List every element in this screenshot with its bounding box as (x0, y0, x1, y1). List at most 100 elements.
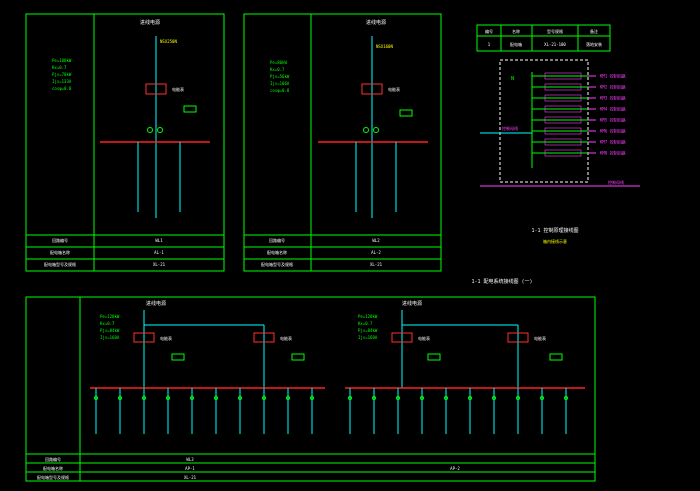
panel-1-row-value: WL1 (155, 238, 163, 243)
panel-1-param: cosφ=0.8 (52, 86, 72, 91)
panel-3: 进线电源 Pe=120kW Kx=0.7 Pjs=84kW Ijs=160A 电… (25, 296, 596, 482)
legend-cell: 配电箱 (510, 41, 522, 47)
feeder-breaker-icon (444, 396, 448, 400)
control-relay-icon (544, 116, 582, 124)
control-output-label: KM8 控制回路 (600, 150, 626, 156)
panel-3-right-cabinet-icon-2 (549, 353, 563, 361)
panel-2-incoming: 进线电源 (366, 19, 386, 26)
panel-2-footer-value: XL-21 (370, 262, 383, 267)
panel-1-frame (25, 13, 225, 272)
control-relay-icon (544, 105, 582, 113)
panel-1-footer-label: 配电箱型号及规格 (44, 261, 76, 267)
feeder-breaker-icon (142, 396, 146, 400)
feeder-breaker-icon (286, 396, 290, 400)
legend-header: 编号 (485, 28, 493, 34)
panel-2-meter-icon (361, 83, 383, 95)
panel-3-row-label: 回路编号 (45, 456, 61, 462)
legend-cell: 落地安装 (586, 41, 602, 47)
panel-2-breaker-label: NSX160N (376, 44, 393, 49)
control-output-label: KM4 控制回路 (600, 106, 626, 112)
panel-3-left-cabinet-icon-2 (291, 353, 305, 361)
panel-1-params: Pe=100kW Kx=0.7 Pjs=70kW Ijs=133A cosφ=0… (52, 58, 72, 91)
legend-header: 备注 (590, 28, 598, 34)
panel-2-footer-label: 配电箱型号及规格 (261, 261, 293, 267)
panel-2: 进线电源 NSX160N Pe=80kW Kx=0.7 Pjs=56kW Ijs… (243, 13, 442, 272)
panel-3-left-param: Kx=0.7 (100, 321, 115, 326)
legend-cell: XL-21-100 (544, 42, 566, 47)
panel-1-meter-icon (145, 83, 167, 95)
control-output-label: KM2 控制回路 (600, 84, 626, 90)
panel-1-footer-value: XL-21 (153, 262, 166, 267)
panel-3-left-feeders (94, 388, 314, 434)
panel-1: 进线电源 NSX250N Pe=100kW Kx=0.7 Pjs=70kW Ij… (25, 13, 225, 272)
feeder-breaker-icon (214, 396, 218, 400)
feeder-breaker-icon (372, 396, 376, 400)
panel-1-cabinet-icon (183, 105, 197, 113)
panel-2-name-label: 配电箱名称 (267, 249, 287, 255)
panel-2-name-value: AL-2 (371, 250, 381, 255)
panel-1-param: Ijs=133A (52, 79, 72, 84)
panel-3-right-params: Pe=120kW Kx=0.7 Pjs=84kW Ijs=160A (358, 314, 378, 340)
panel-3-left-cabinet-icon (171, 353, 185, 361)
panel-3-left-param: Pe=120kW (100, 314, 120, 319)
control-output-label: KM1 控制回路 (600, 73, 626, 79)
control-relay-icon (544, 72, 582, 80)
control-bottom-label: 控制母线 (608, 179, 624, 185)
panel-3-name-value-right: AP-2 (450, 466, 460, 471)
panel-3-left-meter-label-2: 电能表 (280, 335, 292, 341)
feeder-breaker-icon (238, 396, 242, 400)
feeder-breaker-icon (468, 396, 472, 400)
panel-3-left-param: Ijs=160A (100, 335, 120, 340)
feeder-breaker-icon (348, 396, 352, 400)
panel-2-row-label: 回路编号 (269, 237, 285, 243)
panel-1-meter-label: 电能表 (172, 86, 184, 92)
feeder-breaker-icon (420, 396, 424, 400)
panel-3-footer-label: 配电箱型号及规格 (37, 474, 69, 480)
control-relay-icon (544, 94, 582, 102)
panel-1-name-value: AL-1 (154, 250, 164, 255)
feeder-breaker-icon (540, 396, 544, 400)
control-caption: 1-1 控制原理接线图 (531, 227, 578, 234)
panel-2-param: Ijs=106A (270, 81, 290, 86)
feeder-breaker-icon (396, 396, 400, 400)
panel-1-row-label: 回路编号 (52, 237, 68, 243)
panel-1-incoming: 进线电源 (140, 19, 160, 26)
panel-2-cabinet-icon (399, 109, 413, 117)
feeder-breaker-icon (118, 396, 122, 400)
panel-2-params: Pe=80kW Kx=0.7 Pjs=56kW Ijs=106A cosφ=0.… (270, 60, 290, 93)
feeder-breaker-icon (166, 396, 170, 400)
panel-3-right-param: Pjs=84kW (358, 328, 378, 333)
feeder-breaker-icon (492, 396, 496, 400)
control-relay-icon (544, 149, 582, 157)
panel-3-right-meter-icon (391, 332, 413, 343)
feeder-breaker-icon (262, 396, 266, 400)
control-output-label: KM6 控制回路 (600, 128, 626, 134)
panel-2-param: cosφ=0.8 (270, 88, 290, 93)
panel-3-footer-value: XL-21 (184, 475, 197, 480)
legend-cell: 1 (488, 42, 491, 47)
control-relay-icon (544, 127, 582, 135)
panel-1-breaker-label: NSX250N (160, 39, 177, 44)
panel-2-meter-label: 电能表 (388, 86, 400, 92)
legend-header: 型号规格 (547, 28, 563, 34)
panel-3-right-incoming: 进线电源 (402, 300, 422, 307)
control-output-label: KM3 控制回路 (600, 95, 626, 101)
panel-3-left-meter-icon (133, 332, 155, 343)
panel-1-param: Kx=0.7 (52, 65, 67, 70)
panel-2-ct-icon (363, 127, 369, 133)
feeder-breaker-icon (94, 396, 98, 400)
feeder-breaker-icon (564, 396, 568, 400)
feeder-breaker-icon (516, 396, 520, 400)
panel-1-param: Pe=100kW (52, 58, 72, 63)
panel-3-left-param: Pjs=84kW (100, 328, 120, 333)
feeder-breaker-icon (190, 396, 194, 400)
panel-3-left-meter-label: 电能表 (160, 335, 172, 341)
panel-2-param: Pe=80kW (270, 60, 287, 65)
control-bus-label: 控制母线 (502, 125, 518, 131)
panel-3-left-params: Pe=120kW Kx=0.7 Pjs=84kW Ijs=160A (100, 314, 120, 340)
panel-3-right-cabinet-icon (427, 353, 441, 361)
panel-3-frame (25, 296, 596, 482)
panel-2-ct-icon (373, 127, 379, 133)
